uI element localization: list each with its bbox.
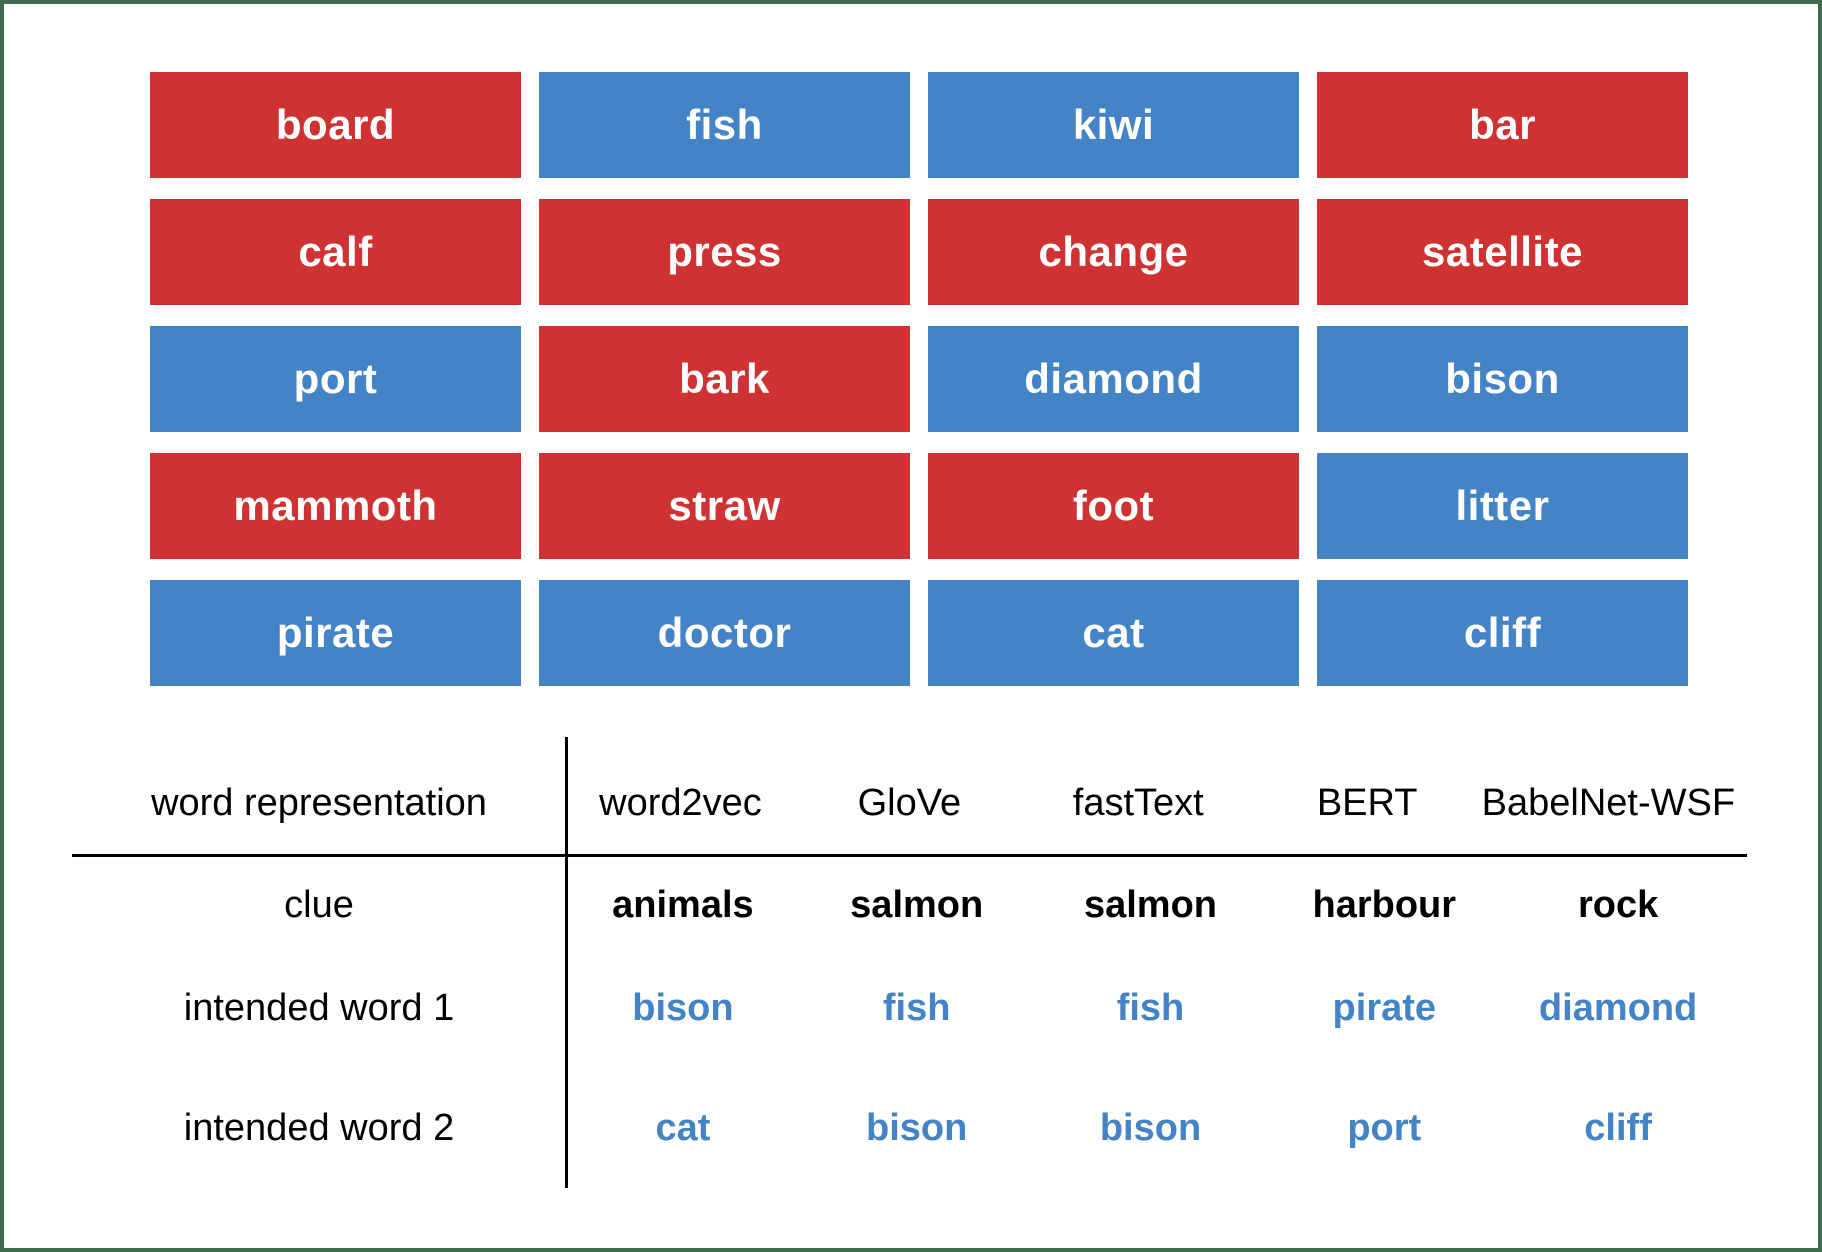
word-tile: diamond	[928, 326, 1299, 432]
intended-word-value: diamond	[1538, 987, 1698, 1029]
model-column-header: fastText	[1072, 782, 1204, 824]
intended-word-value: cliff	[1584, 1107, 1652, 1149]
table-header-row: word representation word2vec GloVe fastT…	[72, 778, 1735, 828]
intended-word-1-row: intended word 1 bison fish fish pirate d…	[72, 983, 1735, 1033]
model-column-header: word2vec	[599, 782, 762, 824]
word-tile: port	[150, 326, 521, 432]
intended-word-value: fish	[1116, 987, 1185, 1029]
codenames-board: board fish kiwi bar calf press change sa…	[150, 72, 1688, 686]
table-vertical-divider	[565, 737, 568, 1188]
model-column-header: BabelNet-WSF	[1481, 782, 1736, 824]
clue-value: rock	[1577, 884, 1659, 926]
word-tile: litter	[1317, 453, 1688, 559]
intended-word-value: pirate	[1332, 987, 1437, 1029]
word-tile: straw	[539, 453, 910, 559]
word-tile: bison	[1317, 326, 1688, 432]
intended-word-value: bison	[866, 1107, 968, 1149]
row-label: intended word 1	[183, 987, 455, 1029]
clue-row: clue animals salmon salmon harbour rock	[72, 880, 1735, 930]
intended-word-2-row: intended word 2 cat bison bison port cli…	[72, 1103, 1735, 1153]
word-tile: change	[928, 199, 1299, 305]
word-tile: doctor	[539, 580, 910, 686]
word-tile: board	[150, 72, 521, 178]
clue-values: animals salmon salmon harbour rock	[566, 880, 1735, 930]
intended-word-value: port	[1347, 1107, 1422, 1149]
word-tile: calf	[150, 199, 521, 305]
clue-value: harbour	[1312, 884, 1457, 926]
word-tile: cat	[928, 580, 1299, 686]
intended-word-2-values: cat bison bison port cliff	[566, 1103, 1735, 1153]
word-tile: press	[539, 199, 910, 305]
intended-word-value: bison	[632, 987, 734, 1029]
intended-word-value: fish	[882, 987, 951, 1029]
table-header-divider	[72, 854, 1747, 857]
word-tile: cliff	[1317, 580, 1688, 686]
clue-value: salmon	[1083, 884, 1218, 926]
clue-value: salmon	[850, 884, 984, 926]
model-column-headers: word2vec GloVe fastText BERT BabelNet-WS…	[566, 778, 1735, 828]
row-label: intended word 2	[183, 1107, 455, 1149]
intended-word-value: cat	[655, 1107, 711, 1149]
word-tile: fish	[539, 72, 910, 178]
word-tile: kiwi	[928, 72, 1299, 178]
word-tile: pirate	[150, 580, 521, 686]
row-label: clue	[284, 884, 354, 926]
word-tile: foot	[928, 453, 1299, 559]
model-column-header: BERT	[1316, 782, 1418, 824]
intended-word-value: bison	[1099, 1107, 1202, 1149]
intended-word-1-values: bison fish fish pirate diamond	[566, 983, 1735, 1033]
clue-value: animals	[612, 884, 754, 926]
table-header-label: word representation	[151, 782, 487, 824]
word-tile: bar	[1317, 72, 1688, 178]
model-column-header: GloVe	[857, 782, 962, 824]
word-tile: bark	[539, 326, 910, 432]
word-tile: mammoth	[150, 453, 521, 559]
word-tile: satellite	[1317, 199, 1688, 305]
